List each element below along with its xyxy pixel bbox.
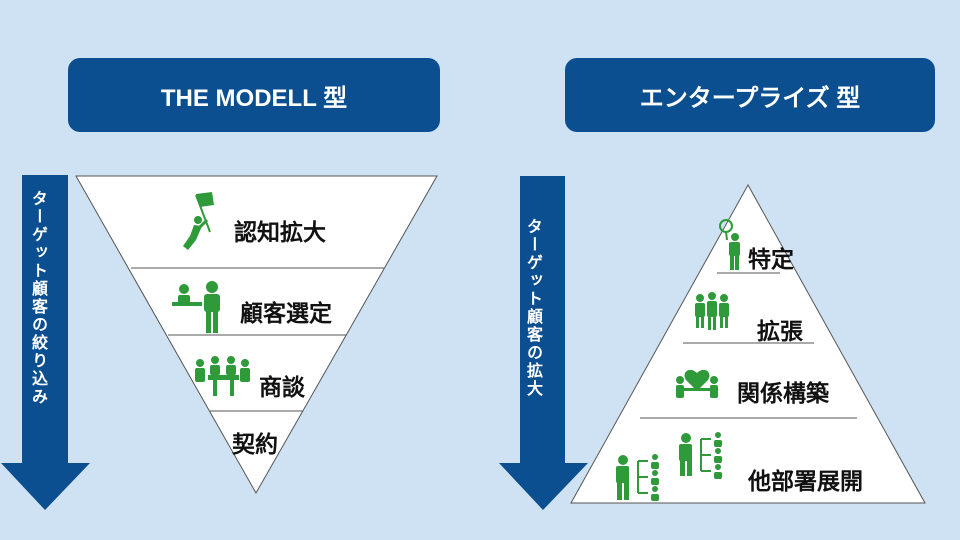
flag-person-icon xyxy=(183,192,214,250)
left-title: THE MODELL 型 xyxy=(160,84,348,112)
magnifier-person-icon xyxy=(719,219,740,270)
right-down-arrow xyxy=(499,176,588,510)
funnel-stage-label-3: 商談 xyxy=(259,375,305,401)
pyramid-stage-label-3: 関係構築 xyxy=(737,381,829,407)
left-title-box: THE MODELL 型 xyxy=(68,58,440,132)
pyramid-triangle xyxy=(570,183,926,504)
pyramid-stage-label-2: 拡張 xyxy=(757,319,803,345)
pyramid-stage-label-1: 特定 xyxy=(748,247,794,273)
funnel-stage-label-4: 契約 xyxy=(232,432,278,458)
right-title: エンタープライズ 型 xyxy=(639,84,861,112)
person-desk-icon xyxy=(172,281,220,333)
right-title-box: エンタープライズ 型 xyxy=(565,58,935,132)
heart-handshake-icon xyxy=(676,369,718,398)
funnel-stage-label-1: 認知拡大 xyxy=(234,220,326,246)
left-arrow-label: ターゲット顧客の絞り込み xyxy=(29,190,48,406)
funnel-stage-label-2: 顧客選定 xyxy=(240,301,332,327)
left-down-arrow xyxy=(1,175,90,510)
meeting-table-icon xyxy=(195,356,250,396)
group-people-icon xyxy=(695,292,729,330)
pyramid-stage-label-4: 他部署展開 xyxy=(748,469,863,495)
right-arrow-label: ターゲット顧客の拡大 xyxy=(524,218,543,398)
org-chart-people-icon xyxy=(616,432,722,501)
